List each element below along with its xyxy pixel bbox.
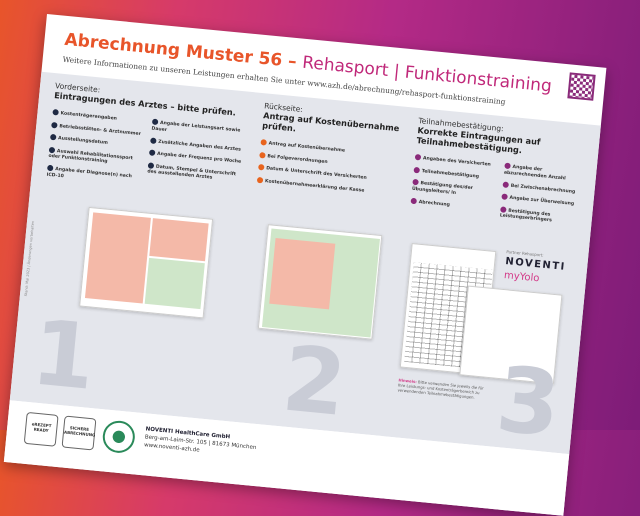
qr-code — [567, 72, 596, 101]
number-bullet-icon — [256, 176, 264, 183]
number-bullet-icon — [148, 149, 156, 156]
list-item: Bestätigung des Leistungserbringers — [499, 205, 582, 227]
number-bullet-icon — [501, 193, 508, 200]
item-label: Antrag auf Kostenübernahme — [268, 141, 346, 154]
number-bullet-icon — [51, 121, 58, 128]
item-label: Angaben des Versicherten — [422, 156, 491, 168]
number-bullet-icon — [410, 197, 418, 204]
list-item: Bestätigung des/der Übungsleiters/ in — [411, 178, 498, 201]
number-bullet-icon — [413, 166, 421, 173]
item-label: Teilnahmebestätigung — [421, 168, 480, 180]
section-number-1: 1 — [27, 300, 100, 411]
number-bullet-icon — [412, 178, 419, 186]
number-bullet-icon — [500, 205, 507, 213]
number-bullet-icon — [502, 180, 510, 188]
item-label: Angabe der Diagnose(n) nach ICD-10 — [46, 167, 133, 180]
certification-seal-icon — [101, 419, 137, 455]
item-label: Kostenträgerangaben — [60, 111, 118, 122]
list-item: Abrechnung — [410, 197, 495, 213]
poster: Abrechnung Muster 56 – Rehasport | Funkt… — [3, 14, 607, 516]
item-label: Betriebsstätten- & Arztnummer — [59, 123, 142, 137]
number-bullet-icon — [52, 109, 59, 116]
item-label: Ausstellungsdatum — [57, 136, 109, 146]
number-bullet-icon — [49, 133, 57, 141]
myyolo-logo: myYolo — [503, 270, 540, 285]
section3-header: Teilnahmebestätigung:Korrekte Eintragung… — [416, 116, 590, 161]
date-note: Stand: Mai 2023 | Änderungen vorbehalten — [23, 220, 36, 297]
item-label: Angabe der Frequenz pro Woche — [156, 151, 242, 165]
item-label: Datum, Stempel & Unterschrift des ausste… — [147, 164, 237, 181]
form-back — [257, 224, 383, 340]
number-bullet-icon — [260, 139, 267, 146]
item-label: Zusätzliche Angaben des Arztes — [158, 139, 242, 153]
erezept-badge: eREZEPT READY — [23, 411, 59, 447]
number-bullet-icon — [259, 151, 266, 159]
content-area: Vorderseite:Eintragungen des Arztes – bi… — [9, 71, 601, 458]
section2-heading: Antrag auf Kostenübernahme prüfen. — [261, 110, 400, 134]
section2-header: Rückseite:Antrag auf Kostenübernahme prü… — [262, 101, 409, 144]
number-bullet-icon — [414, 153, 422, 161]
number-bullet-icon — [258, 163, 265, 171]
item-label: Angabe zur Überweisung — [509, 195, 575, 207]
section-number-3: 3 — [492, 347, 565, 458]
number-bullet-icon — [147, 161, 155, 169]
item-label: Bei Zwischenabrechnung — [510, 183, 576, 195]
item-label: Auswahl Rehabilitationssport oder Funkti… — [48, 148, 134, 165]
list-item: Datum, Stempel & Unterschrift des ausste… — [147, 161, 243, 185]
company-info: NOVENTI HealthCare GmbH Berg-am-Laim-Str… — [144, 425, 258, 460]
form-front — [79, 206, 214, 319]
item-label: Bestätigung des/der Übungsleiters/ in — [411, 181, 474, 196]
secure-billing-badge: SICHERE ABRECHNUNG — [61, 415, 97, 451]
item-label: Bei Folgeverordnungen — [267, 153, 328, 165]
item-label: Kostenübernahmeerklärung der Kasse — [264, 178, 365, 194]
number-bullet-icon — [151, 118, 159, 126]
number-bullet-icon — [48, 146, 56, 153]
number-bullet-icon — [46, 164, 54, 172]
list-item: Angabe der abzurechnenden Anzahl — [503, 162, 587, 184]
item-label: Bestätigung des Leistungserbringers — [499, 208, 553, 224]
item-label: Abrechnung — [418, 199, 451, 208]
item-label: Angabe der Leistungsart sowie Dauer — [151, 120, 241, 134]
hint-note: Hinweis: Bitte verwenden Sie jeweils die… — [397, 377, 486, 400]
list-item: Angabe der Diagnose(n) nach ICD-10 — [46, 164, 142, 188]
number-bullet-icon — [150, 137, 157, 144]
item-label: Angabe der abzurechnenden Anzahl — [503, 164, 566, 181]
section-number-2: 2 — [278, 326, 351, 438]
number-bullet-icon — [504, 162, 511, 170]
